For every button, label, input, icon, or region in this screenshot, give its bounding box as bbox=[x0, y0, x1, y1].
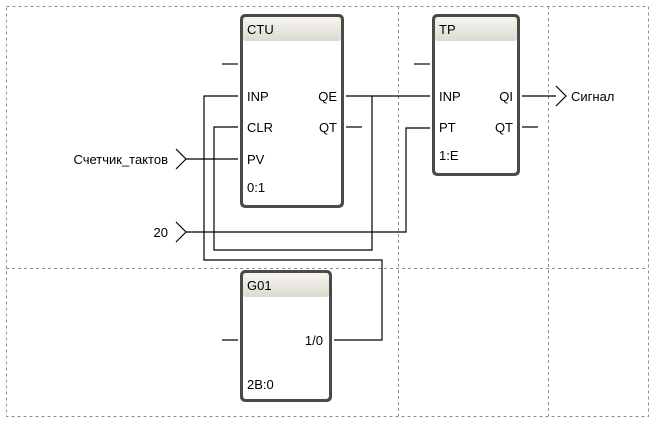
ctu-input-clr: CLR bbox=[247, 120, 273, 135]
grid-lines bbox=[6, 6, 649, 417]
ctu-output-qt: QT bbox=[319, 120, 337, 135]
wire-20-to-tp-pt bbox=[186, 127, 430, 233]
tp-footer: 1:E bbox=[439, 148, 459, 163]
ctu-input-pv: PV bbox=[247, 152, 265, 167]
block-g01[interactable]: G01 1/0 2B:0 bbox=[240, 270, 332, 402]
wires bbox=[175, 63, 567, 341]
tp-title: TP bbox=[439, 22, 456, 37]
chevron-20-input bbox=[175, 221, 187, 243]
wire-qe-to-clr bbox=[213, 96, 373, 251]
arrow-signal-output bbox=[555, 85, 567, 107]
constant-input-label: 20 bbox=[154, 225, 168, 240]
ctu-input-inp: INP bbox=[247, 89, 269, 104]
wire-g01-to-inp bbox=[203, 95, 383, 341]
counter-input-label: Счетчик_тактов bbox=[73, 152, 168, 167]
ctu-footer: 0:1 bbox=[247, 180, 265, 195]
g01-footer: 2B:0 bbox=[247, 377, 274, 392]
signal-output-label: Сигнал bbox=[571, 89, 614, 104]
g01-output: 1/0 bbox=[305, 333, 323, 348]
tp-output-qt: QT bbox=[495, 120, 513, 135]
block-ctu[interactable]: CTU INP CLR PV QE QT 0:1 bbox=[240, 14, 344, 208]
page-frame bbox=[6, 6, 649, 417]
tp-output-qi: QI bbox=[499, 89, 513, 104]
g01-title: G01 bbox=[247, 278, 272, 293]
chevron-counter-input bbox=[175, 148, 187, 170]
block-tp[interactable]: TP INP PT QI QT 1:E bbox=[432, 14, 520, 176]
tp-input-pt: PT bbox=[439, 120, 456, 135]
ctu-title: CTU bbox=[247, 22, 274, 37]
ctu-output-qe: QE bbox=[318, 89, 337, 104]
tp-input-inp: INP bbox=[439, 89, 461, 104]
